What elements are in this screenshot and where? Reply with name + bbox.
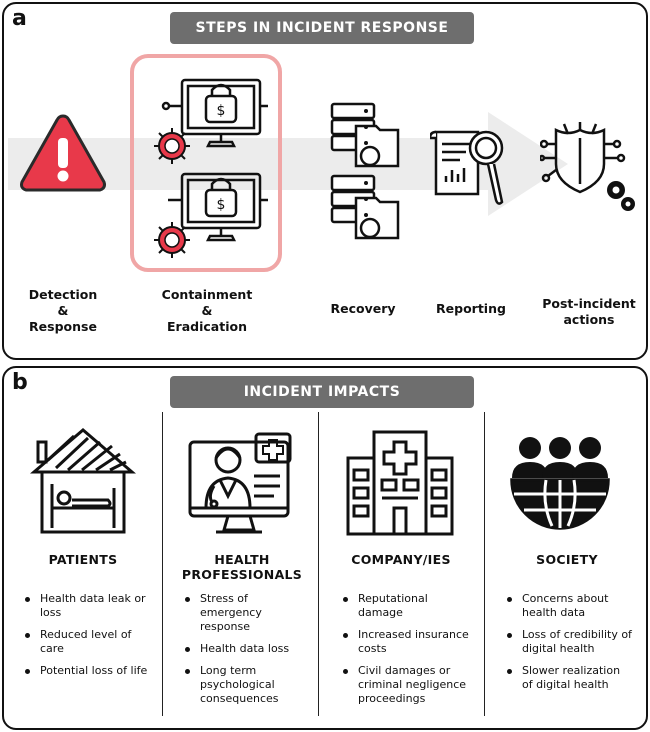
step-detection-label: Detection&Response <box>28 287 98 334</box>
list-item: Stress of emergency response <box>182 592 312 634</box>
list-item: Long term psychological consequences <box>182 664 312 706</box>
column-divider <box>162 412 163 716</box>
people-globe-icon <box>510 437 610 530</box>
containment-highlight <box>130 54 282 272</box>
panel-b-letter: b <box>12 370 28 395</box>
list-item: Reduced level of care <box>22 628 150 656</box>
impact-title-patients: PATIENTS <box>48 552 118 567</box>
ransomware-monitor-icon: $ $ <box>154 78 268 258</box>
impact-title-society: SOCIETY <box>536 552 598 567</box>
column-divider <box>318 412 319 716</box>
list-item: Civil damages or criminal negligence pro… <box>340 664 474 706</box>
doctor-monitor-icon <box>188 432 292 534</box>
shield-circuit-icon <box>540 122 635 211</box>
list-item: Concerns about health data <box>504 592 632 620</box>
step-recovery-label: Recovery <box>330 301 396 316</box>
steps-banner: STEPS IN INCIDENT RESPONSE <box>170 12 474 44</box>
report-magnifier-icon <box>430 130 504 205</box>
svg-text:$: $ <box>217 197 226 213</box>
patients-impact-list: Health data leak or loss Reduced level o… <box>22 592 150 686</box>
svg-text:$: $ <box>217 103 226 119</box>
hospital-building-icon <box>346 430 454 536</box>
process-arrow <box>8 112 568 216</box>
impacts-banner: INCIDENT IMPACTS <box>170 376 474 408</box>
list-item: Loss of credibility of digital health <box>504 628 632 656</box>
list-item: Potential loss of life <box>22 664 150 678</box>
server-folder-icon <box>330 102 400 240</box>
step-containment-label: Containment&Eradication <box>161 287 253 334</box>
column-divider <box>484 412 485 716</box>
list-item: Slower realization of digital health <box>504 664 632 692</box>
impact-title-companies: COMPANY/IES <box>351 552 451 567</box>
companies-impact-list: Reputational damage Increased insurance … <box>340 592 474 714</box>
list-item: Reputational damage <box>340 592 474 620</box>
professionals-impact-list: Stress of emergency response Health data… <box>182 592 312 714</box>
list-item: Increased insurance costs <box>340 628 474 656</box>
warning-icon <box>20 114 106 192</box>
list-item: Health data leak or loss <box>22 592 150 620</box>
panel-a-letter: a <box>12 6 27 31</box>
list-item: Health data loss <box>182 642 312 656</box>
panel-b-impacts <box>2 366 648 730</box>
society-impact-list: Concerns about health data Loss of credi… <box>504 592 632 700</box>
step-reporting-label: Reporting <box>436 301 506 316</box>
patient-bed-house-icon <box>30 428 136 534</box>
